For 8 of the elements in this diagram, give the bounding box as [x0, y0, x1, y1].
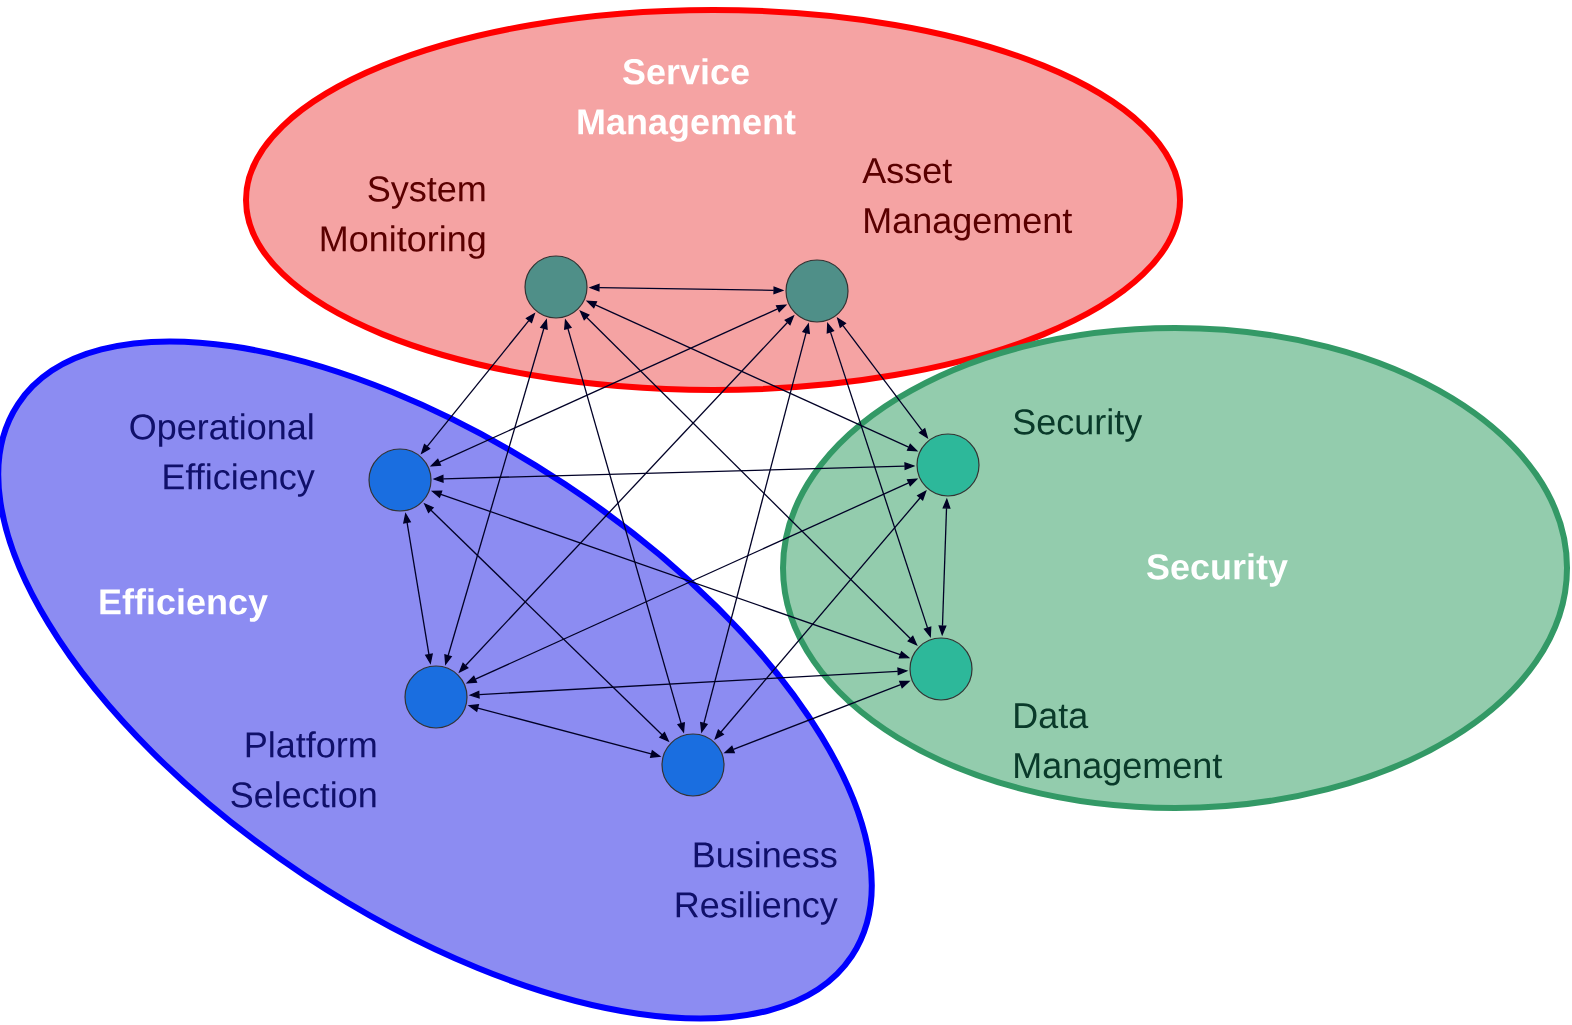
node-label: Operational Efficiency [130, 413, 315, 497]
node-label: Platform Selection [231, 731, 376, 808]
node-label: Business Resiliency [676, 841, 838, 925]
node-label: Security [1013, 408, 1143, 442]
node-label: Data Management [1015, 703, 1223, 786]
node-label: System Monitoring [321, 176, 485, 259]
node-label: Asset Management [862, 158, 1073, 241]
arrow [579, 310, 918, 646]
